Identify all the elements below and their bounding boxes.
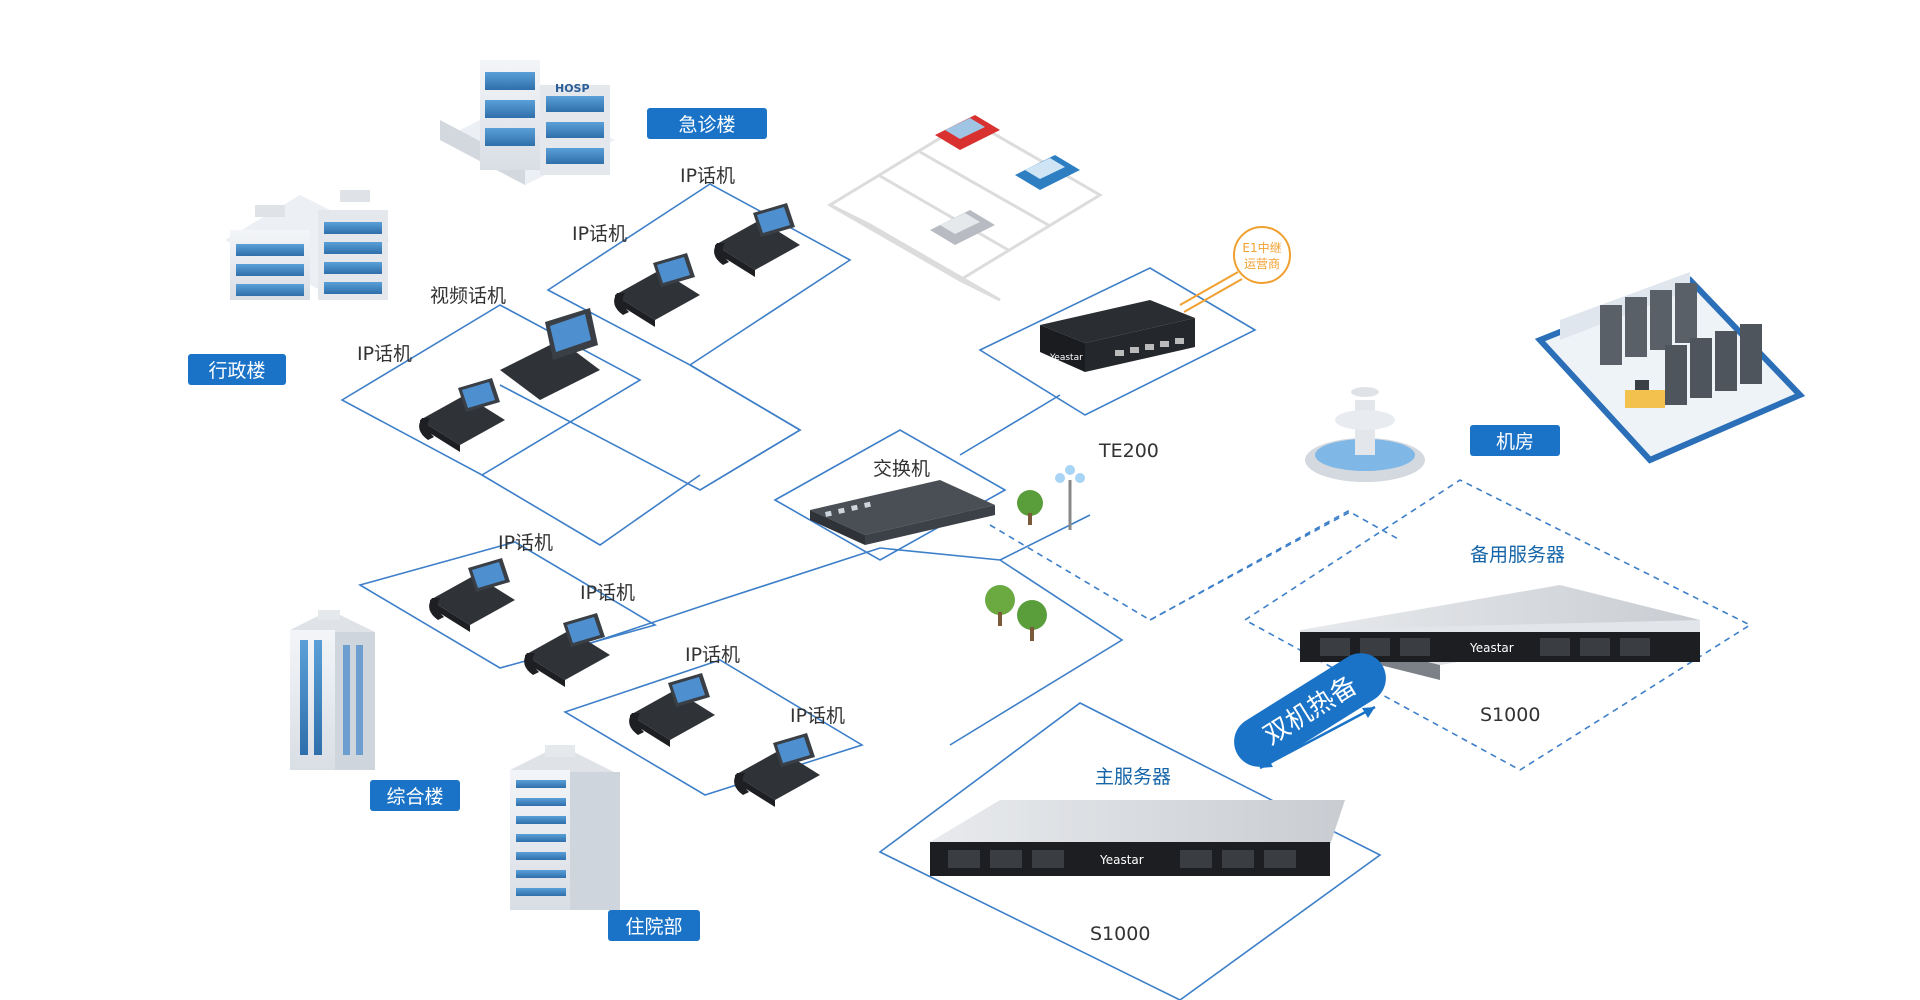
ip-phone-icon <box>714 203 800 277</box>
trunk-badge: E1中继 运营商 <box>1233 226 1291 284</box>
admin-building <box>225 190 390 300</box>
gateway-device-icon: Yeastar <box>1040 300 1195 372</box>
switch-label: 交换机 <box>873 458 930 480</box>
backup-server-brand: Yeastar <box>1469 641 1514 655</box>
ip-phone-icon <box>614 253 700 327</box>
gateway-label: TE200 <box>1098 440 1159 462</box>
blue-car-icon <box>1015 155 1080 190</box>
ip-phone-label-7: IP话机 <box>790 705 845 727</box>
dashed-lines <box>989 479 1752 771</box>
backup-server-model: S1000 <box>1480 704 1540 726</box>
emergency-building: HOSP <box>440 60 615 185</box>
tag-emergency: 急诊楼 <box>647 108 767 139</box>
primary-server-icon: Yeastar <box>930 800 1345 876</box>
inpatient-building <box>510 745 620 910</box>
parking-lot <box>827 118 1103 302</box>
primary-server-brand: Yeastar <box>1099 853 1144 867</box>
trunk-label-line1: E1中继 <box>1242 240 1281 255</box>
ip-phone-label-3: IP话机 <box>357 343 412 365</box>
ip-phone-label-1: IP话机 <box>680 165 735 187</box>
tag-admin-label: 行政楼 <box>208 360 265 382</box>
red-car-icon <box>935 115 1000 150</box>
tag-inpatient-label: 住院部 <box>625 916 682 938</box>
backup-server-zone <box>1243 479 1752 771</box>
ip-phone-label-6: IP话机 <box>685 644 740 666</box>
ip-phone-label-5: IP话机 <box>580 582 635 604</box>
phone-zone-bottom-b <box>563 659 864 796</box>
phone-zone-bottom-a <box>357 541 658 669</box>
tag-emergency-label: 急诊楼 <box>678 114 735 136</box>
ip-phone-icon <box>419 378 505 452</box>
gateway-zone <box>978 267 1257 416</box>
fountain-icon <box>1305 387 1425 482</box>
video-phone-label: 视频话机 <box>430 285 506 307</box>
primary-server-title: 主服务器 <box>1095 766 1171 788</box>
ip-phone-icon <box>734 733 820 807</box>
phone-zone-top-a <box>340 304 642 476</box>
video-phone-icon <box>500 308 600 400</box>
tag-machine-room: 机房 <box>1470 425 1560 456</box>
trunk-label-line2: 运营商 <box>1244 256 1280 271</box>
primary-server-zone <box>878 702 1382 1000</box>
general-building <box>290 610 375 770</box>
ip-phone-icon <box>629 673 715 747</box>
trunk-lines <box>1179 271 1243 313</box>
ip-phone-icon <box>429 558 515 632</box>
tag-admin: 行政楼 <box>188 354 286 385</box>
phones <box>419 203 820 807</box>
hot-standby-badge: 双机热备 <box>1234 653 1386 770</box>
silver-car-icon <box>930 210 995 245</box>
tag-general-label: 综合楼 <box>386 786 443 808</box>
switch-zone <box>773 429 1007 561</box>
ip-phone-label-2: IP话机 <box>572 223 627 245</box>
street-lamp-icon <box>1055 465 1085 530</box>
machine-room-icon <box>1534 272 1806 464</box>
connection-lines <box>340 183 1382 1000</box>
tree-icon <box>985 490 1047 641</box>
ip-phone-icon <box>524 613 610 687</box>
gateway-brand-label: Yeastar <box>1049 353 1083 363</box>
primary-server-model: S1000 <box>1090 923 1150 945</box>
phone-zone-top-b <box>546 183 852 366</box>
switch-device-icon <box>810 480 995 545</box>
tag-inpatient: 住院部 <box>608 910 700 941</box>
ip-phone-label-4: IP话机 <box>498 532 553 554</box>
tag-machine-room-label: 机房 <box>1496 431 1534 453</box>
tag-general: 综合楼 <box>370 780 460 811</box>
svg-text:HOSP: HOSP <box>555 82 590 95</box>
backup-server-title: 备用服务器 <box>1470 544 1565 566</box>
